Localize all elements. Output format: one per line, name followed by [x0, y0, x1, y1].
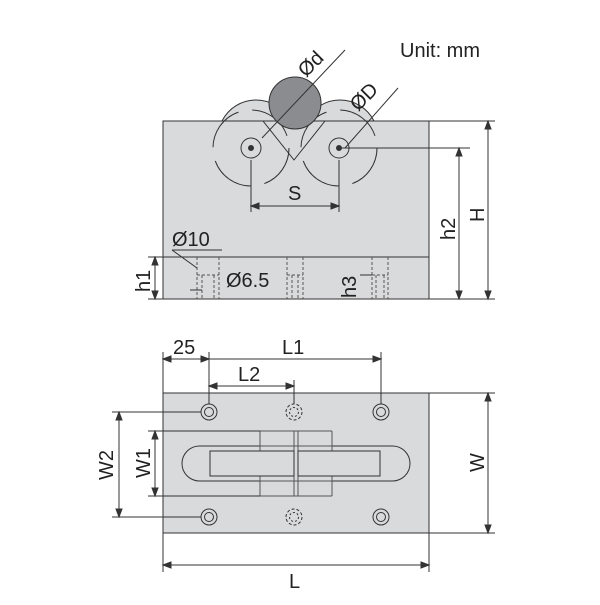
- hole-top-center: [285, 403, 303, 421]
- hole-bottom-left: [200, 508, 218, 526]
- left-roller-top-view: [209, 450, 295, 477]
- right-roller-top-view: [297, 450, 381, 477]
- height-h2-label: h2: [438, 218, 460, 240]
- edge-offset-label: 25: [173, 337, 195, 359]
- counterbore-label: Ø10: [172, 229, 210, 251]
- height-h1-label: h1: [133, 270, 155, 292]
- rod-diameter-label: Ød: [294, 47, 328, 81]
- height-h3-label: h3: [339, 276, 361, 298]
- width-w2-label: W2: [96, 450, 118, 480]
- front-block: [162, 120, 430, 300]
- left-roller: [212, 109, 290, 187]
- hole-top-right: [372, 403, 390, 421]
- hole-bottom-right: [372, 508, 390, 526]
- front-view: [148, 49, 495, 301]
- v-groove: [262, 120, 326, 161]
- hole-bottom-center: [285, 508, 303, 526]
- spacing-label: S: [288, 183, 301, 205]
- width-w1-label: W1: [133, 448, 155, 478]
- top-view: [112, 352, 495, 572]
- length-l-label: L: [289, 571, 300, 593]
- hole-top-left: [200, 403, 218, 421]
- length-l2-label: L2: [238, 364, 260, 386]
- hole-label: Ø6.5: [226, 270, 269, 292]
- width-w-label: W: [467, 453, 489, 472]
- length-l1-label: L1: [282, 337, 304, 359]
- unit-label: Unit: mm: [400, 40, 480, 62]
- total-height-label: H: [467, 208, 489, 222]
